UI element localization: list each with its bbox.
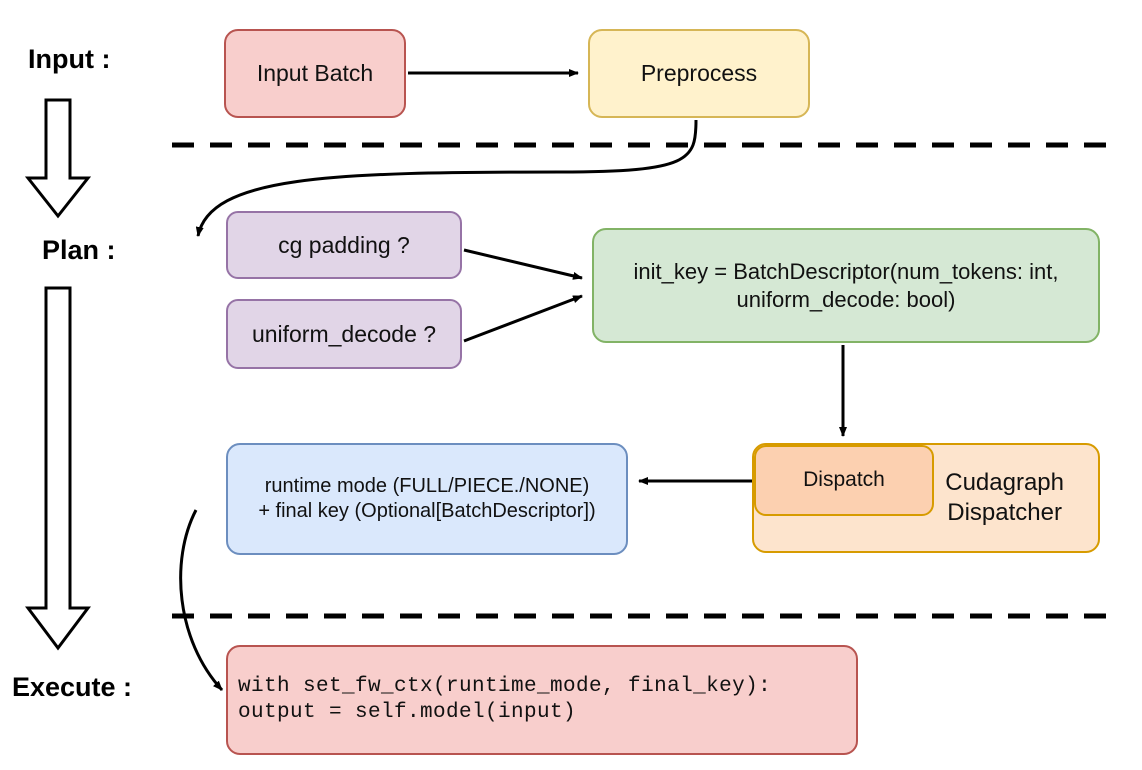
node-execute-code[interactable]: with set_fw_ctx(runtime_mode, final_key)… [226, 645, 858, 755]
node-runtime-mode-label: runtime mode (FULL/PIECE./NONE) + final … [258, 475, 596, 522]
plan-to-execute-block-arrow [25, 286, 91, 651]
node-preprocess-label: Preprocess [640, 60, 758, 87]
input-to-plan-block-arrow [24, 98, 92, 219]
node-dispatch-label: Dispatch [803, 468, 885, 492]
node-input-batch[interactable]: Input Batch [224, 29, 406, 118]
stage-label-input: Input : [28, 44, 111, 74]
node-init-key[interactable]: init_key = BatchDescriptor(num_tokens: i… [592, 228, 1100, 343]
node-uniform-decode-label: uniform_decode ? [251, 320, 437, 347]
node-cg-padding-label: cg padding ? [278, 231, 410, 258]
node-preprocess[interactable]: Preprocess [588, 29, 810, 118]
node-input-batch-label: Input Batch [256, 60, 374, 87]
node-cg-padding[interactable]: cg padding ? [226, 211, 462, 279]
stage-label-plan: Plan : [42, 235, 116, 265]
node-cudagraph-dispatcher-label: Cudagraph Dispatcher [945, 469, 1064, 526]
node-execute-code-label: with set_fw_ctx(runtime_mode, final_key)… [238, 674, 772, 724]
stage-label-execute: Execute : [12, 672, 133, 702]
node-uniform-decode[interactable]: uniform_decode ? [226, 299, 462, 369]
node-runtime-mode[interactable]: runtime mode (FULL/PIECE./NONE) + final … [226, 443, 628, 555]
edge-cg-padding-to-init-key [463, 248, 583, 280]
edge-uniform-decode-to-init-key [463, 294, 583, 343]
edge-runtime-mode-to-execute-code [179, 509, 224, 692]
node-init-key-label: init_key = BatchDescriptor(num_tokens: i… [633, 259, 1059, 312]
node-dispatch[interactable]: Dispatch [754, 445, 934, 516]
